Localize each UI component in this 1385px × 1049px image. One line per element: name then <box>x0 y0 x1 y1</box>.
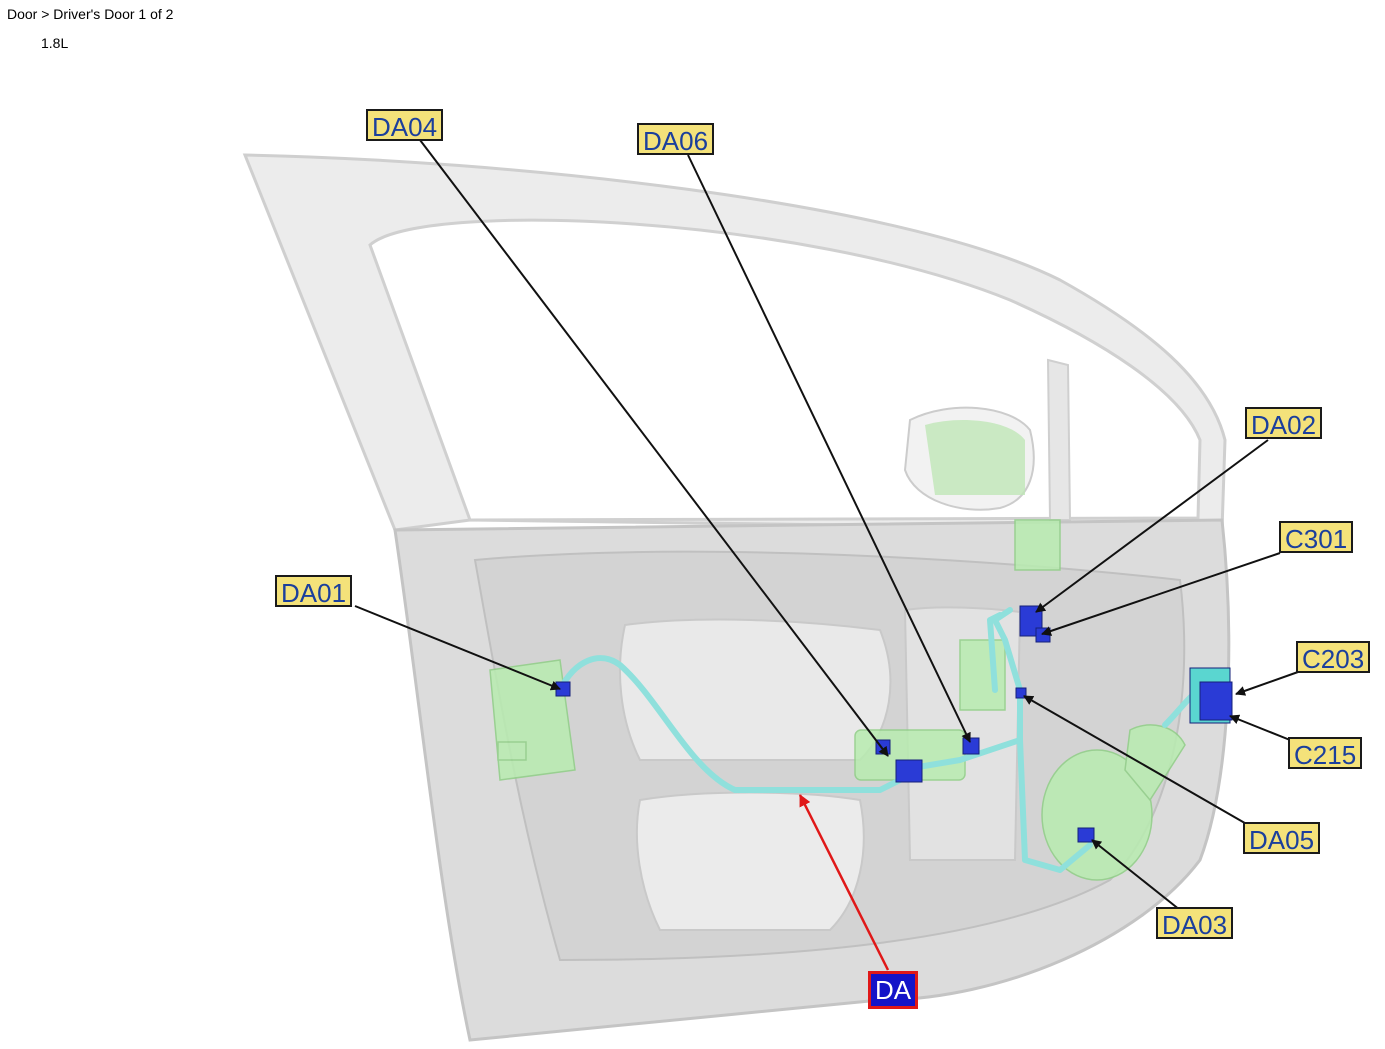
callout-da04: DA04 <box>366 109 444 142</box>
leader-lines <box>354 139 1299 971</box>
callout-c215: C215 <box>1288 737 1363 770</box>
callout-c203: C203 <box>1296 641 1371 674</box>
breadcrumb: Door > Driver's Door 1 of 2 <box>7 6 174 22</box>
callout-da02: DA02 <box>1245 407 1323 440</box>
callout-da06: DA06 <box>637 123 715 156</box>
side-mirror <box>903 406 1035 511</box>
callout-da01: DA01 <box>275 575 353 608</box>
callout-da05: DA05 <box>1243 822 1321 855</box>
door-frame <box>242 153 1231 1042</box>
callout-da-main: DA <box>868 971 919 1009</box>
door-components <box>489 519 1186 881</box>
callout-c301: C301 <box>1279 521 1354 554</box>
engine-subtitle: 1.8L <box>41 35 69 51</box>
callout-da03: DA03 <box>1156 907 1234 940</box>
